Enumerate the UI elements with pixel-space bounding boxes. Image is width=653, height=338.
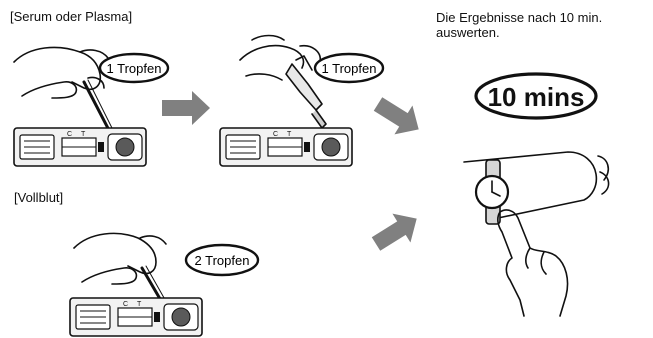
drop-count-label-3: 2 Tropfen <box>195 253 250 268</box>
dropper-hand-icon <box>13 46 115 138</box>
drop-count-bubble-3: 2 Tropfen <box>184 243 260 277</box>
svg-text:C: C <box>67 131 72 138</box>
svg-text:C: C <box>123 301 128 308</box>
arrow-right <box>162 91 210 125</box>
svg-text:T: T <box>81 131 86 138</box>
result-instruction-line2: auswerten. <box>436 25 500 40</box>
timer-badge: 10 mins <box>474 72 598 120</box>
bottle-hand-icon <box>239 34 327 129</box>
serum-plasma-heading: [Serum oder Plasma] <box>10 9 133 24</box>
test-cassette-icon <box>219 127 353 167</box>
drop-count-bubble-1: 1 Tropfen <box>98 52 170 84</box>
test-cassette-icon <box>13 127 147 167</box>
timer-label: 10 mins <box>488 82 585 112</box>
drop-count-bubble-2: 1 Tropfen <box>313 52 385 84</box>
arrow-to-result-1 <box>368 89 428 144</box>
svg-text:C: C <box>273 131 278 138</box>
svg-text:T: T <box>287 131 292 138</box>
svg-text:T: T <box>137 301 142 308</box>
pointing-finger-icon <box>497 209 569 317</box>
cassette-markings-3: C T <box>123 301 142 308</box>
test-cassette-icon <box>69 297 203 337</box>
watch-wrist-icon <box>463 151 610 225</box>
cassette-markings-1: C T <box>67 131 86 138</box>
drop-count-label-2: 1 Tropfen <box>322 61 377 76</box>
arrow-to-result-2 <box>366 204 426 259</box>
cassette-markings-2: C T <box>273 131 292 138</box>
result-instruction-line1: Die Ergebnisse nach 10 min. <box>436 10 603 25</box>
drop-count-label-1: 1 Tropfen <box>107 61 162 76</box>
whole-blood-heading: [Vollblut] <box>14 190 64 205</box>
